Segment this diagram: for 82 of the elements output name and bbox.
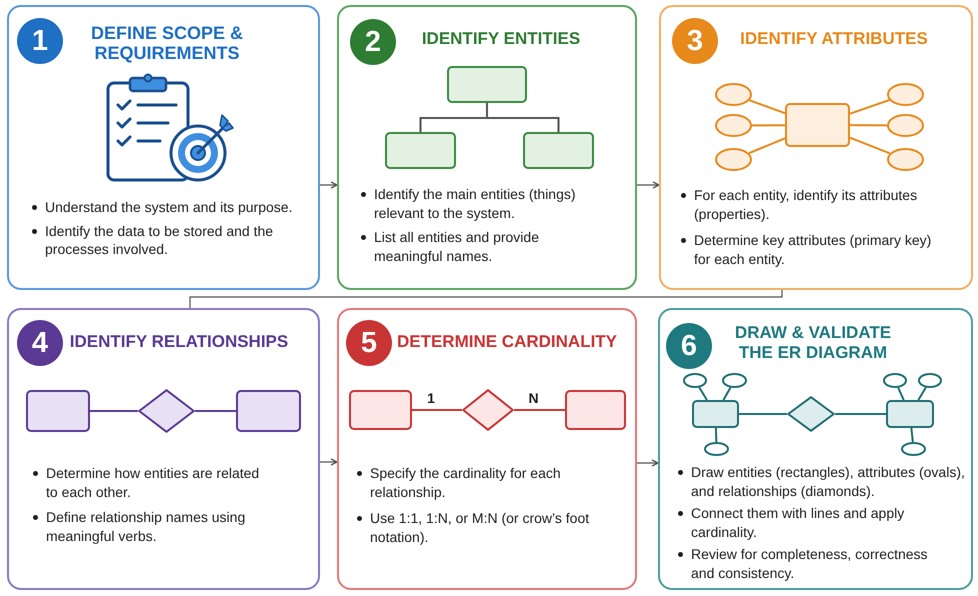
attribute-oval bbox=[901, 442, 926, 456]
relationship-diamond bbox=[138, 389, 195, 433]
connector-line bbox=[90, 410, 138, 412]
step-card bbox=[7, 5, 320, 290]
step-heading: DRAW & VALIDATE THE ER DIAGRAM bbox=[734, 323, 892, 363]
entity-rectangle bbox=[692, 400, 739, 428]
attribute-oval bbox=[887, 114, 924, 137]
step-card bbox=[658, 308, 973, 590]
entity-rectangle bbox=[886, 400, 934, 428]
attribute-oval bbox=[683, 373, 707, 388]
edge-label: N bbox=[526, 390, 541, 406]
entity-rectangle bbox=[447, 66, 527, 103]
entity-rectangle bbox=[349, 390, 412, 430]
step-heading: DETERMINE CARDINALITY bbox=[396, 332, 618, 352]
connector-line bbox=[749, 99, 786, 114]
bullet-item: Use 1:1, 1:N, or M:N (or crow’s foot notation). bbox=[355, 509, 605, 546]
connector-line bbox=[739, 413, 787, 415]
entity-rectangle bbox=[565, 390, 626, 430]
flow-arrow bbox=[320, 458, 338, 466]
connector-line bbox=[514, 409, 565, 411]
bullet-item: Identify the main entities (things) relevant to the system. bbox=[359, 185, 599, 222]
flow-arrow bbox=[637, 459, 659, 467]
relationship-diamond bbox=[462, 389, 514, 431]
step-number-circle: 6 bbox=[666, 323, 712, 369]
connector-line bbox=[835, 413, 886, 415]
connector-line bbox=[850, 136, 890, 154]
flow-arrow bbox=[320, 181, 338, 189]
bullet-item: List all entities and provide meaningful names. bbox=[359, 228, 599, 265]
attribute-oval bbox=[715, 148, 752, 171]
step-card bbox=[337, 308, 637, 590]
step-number-circle: 4 bbox=[17, 320, 63, 366]
bullet-item: Define relationship names using meaningful verbs. bbox=[31, 508, 266, 545]
bullet-item: Determine how entities are related to each other. bbox=[31, 464, 266, 501]
bullet-item: Review for completeness, correctness and consistency. bbox=[676, 545, 941, 582]
entity-rectangle bbox=[785, 103, 850, 147]
entity-rectangle bbox=[26, 390, 90, 432]
step-card bbox=[337, 5, 637, 290]
entity-rectangle bbox=[236, 390, 301, 432]
step-card bbox=[7, 308, 320, 590]
connector-line bbox=[897, 387, 905, 400]
entity-rectangle bbox=[385, 132, 456, 169]
entity-rectangle bbox=[523, 132, 594, 169]
connector-line bbox=[918, 387, 927, 401]
connector-line bbox=[910, 428, 914, 442]
connector-line bbox=[486, 103, 560, 132]
relationship-diamond bbox=[787, 396, 835, 432]
connector-line bbox=[748, 137, 786, 154]
connector-line bbox=[850, 99, 890, 115]
step-heading: IDENTIFY RELATIONSHIPS bbox=[68, 332, 290, 352]
bullet-item: Connect them with lines and apply cardinality. bbox=[676, 504, 968, 541]
connector-line bbox=[722, 387, 732, 400]
connector-line bbox=[698, 386, 708, 401]
step-heading: DEFINE SCOPE & REQUIREMENTS bbox=[90, 23, 244, 63]
connector-line bbox=[714, 428, 718, 442]
flow-connector bbox=[189, 290, 783, 308]
attribute-oval bbox=[722, 373, 747, 388]
connector-line bbox=[850, 124, 887, 126]
flow-arrow bbox=[637, 181, 660, 189]
step-card bbox=[659, 5, 973, 290]
connector-line bbox=[195, 410, 236, 412]
attribute-oval bbox=[704, 442, 729, 456]
step-heading: IDENTIFY ATTRIBUTES bbox=[739, 29, 929, 49]
attribute-oval bbox=[887, 83, 924, 106]
step-heading: IDENTIFY ENTITIES bbox=[420, 29, 582, 49]
bullet-item: Specify the cardinality for each relationship. bbox=[355, 464, 605, 501]
attribute-oval bbox=[883, 373, 907, 388]
bullet-item: Understand the system and its purpose. bbox=[30, 198, 310, 216]
step-number-circle: 5 bbox=[346, 320, 392, 366]
attribute-oval bbox=[715, 83, 752, 106]
step-number-circle: 2 bbox=[350, 19, 396, 65]
connector-line bbox=[412, 409, 462, 411]
bullet-item: Draw entities (rectangles), attributes (ovals), and relationships (diamonds). bbox=[676, 463, 968, 500]
attribute-oval bbox=[918, 373, 942, 388]
bullet-item: Identify the data to be stored and the processes involved. bbox=[30, 222, 310, 258]
bullet-item: Determine key attributes (primary key) for each entity. bbox=[679, 231, 944, 268]
connector-line bbox=[752, 124, 785, 126]
bullet-item: For each entity, identify its attributes (properties). bbox=[679, 186, 944, 223]
step-number-circle: 3 bbox=[672, 18, 718, 64]
step-number-circle: 1 bbox=[17, 18, 63, 64]
edge-label: 1 bbox=[425, 390, 437, 406]
attribute-oval bbox=[715, 114, 752, 137]
attribute-oval bbox=[887, 148, 924, 171]
